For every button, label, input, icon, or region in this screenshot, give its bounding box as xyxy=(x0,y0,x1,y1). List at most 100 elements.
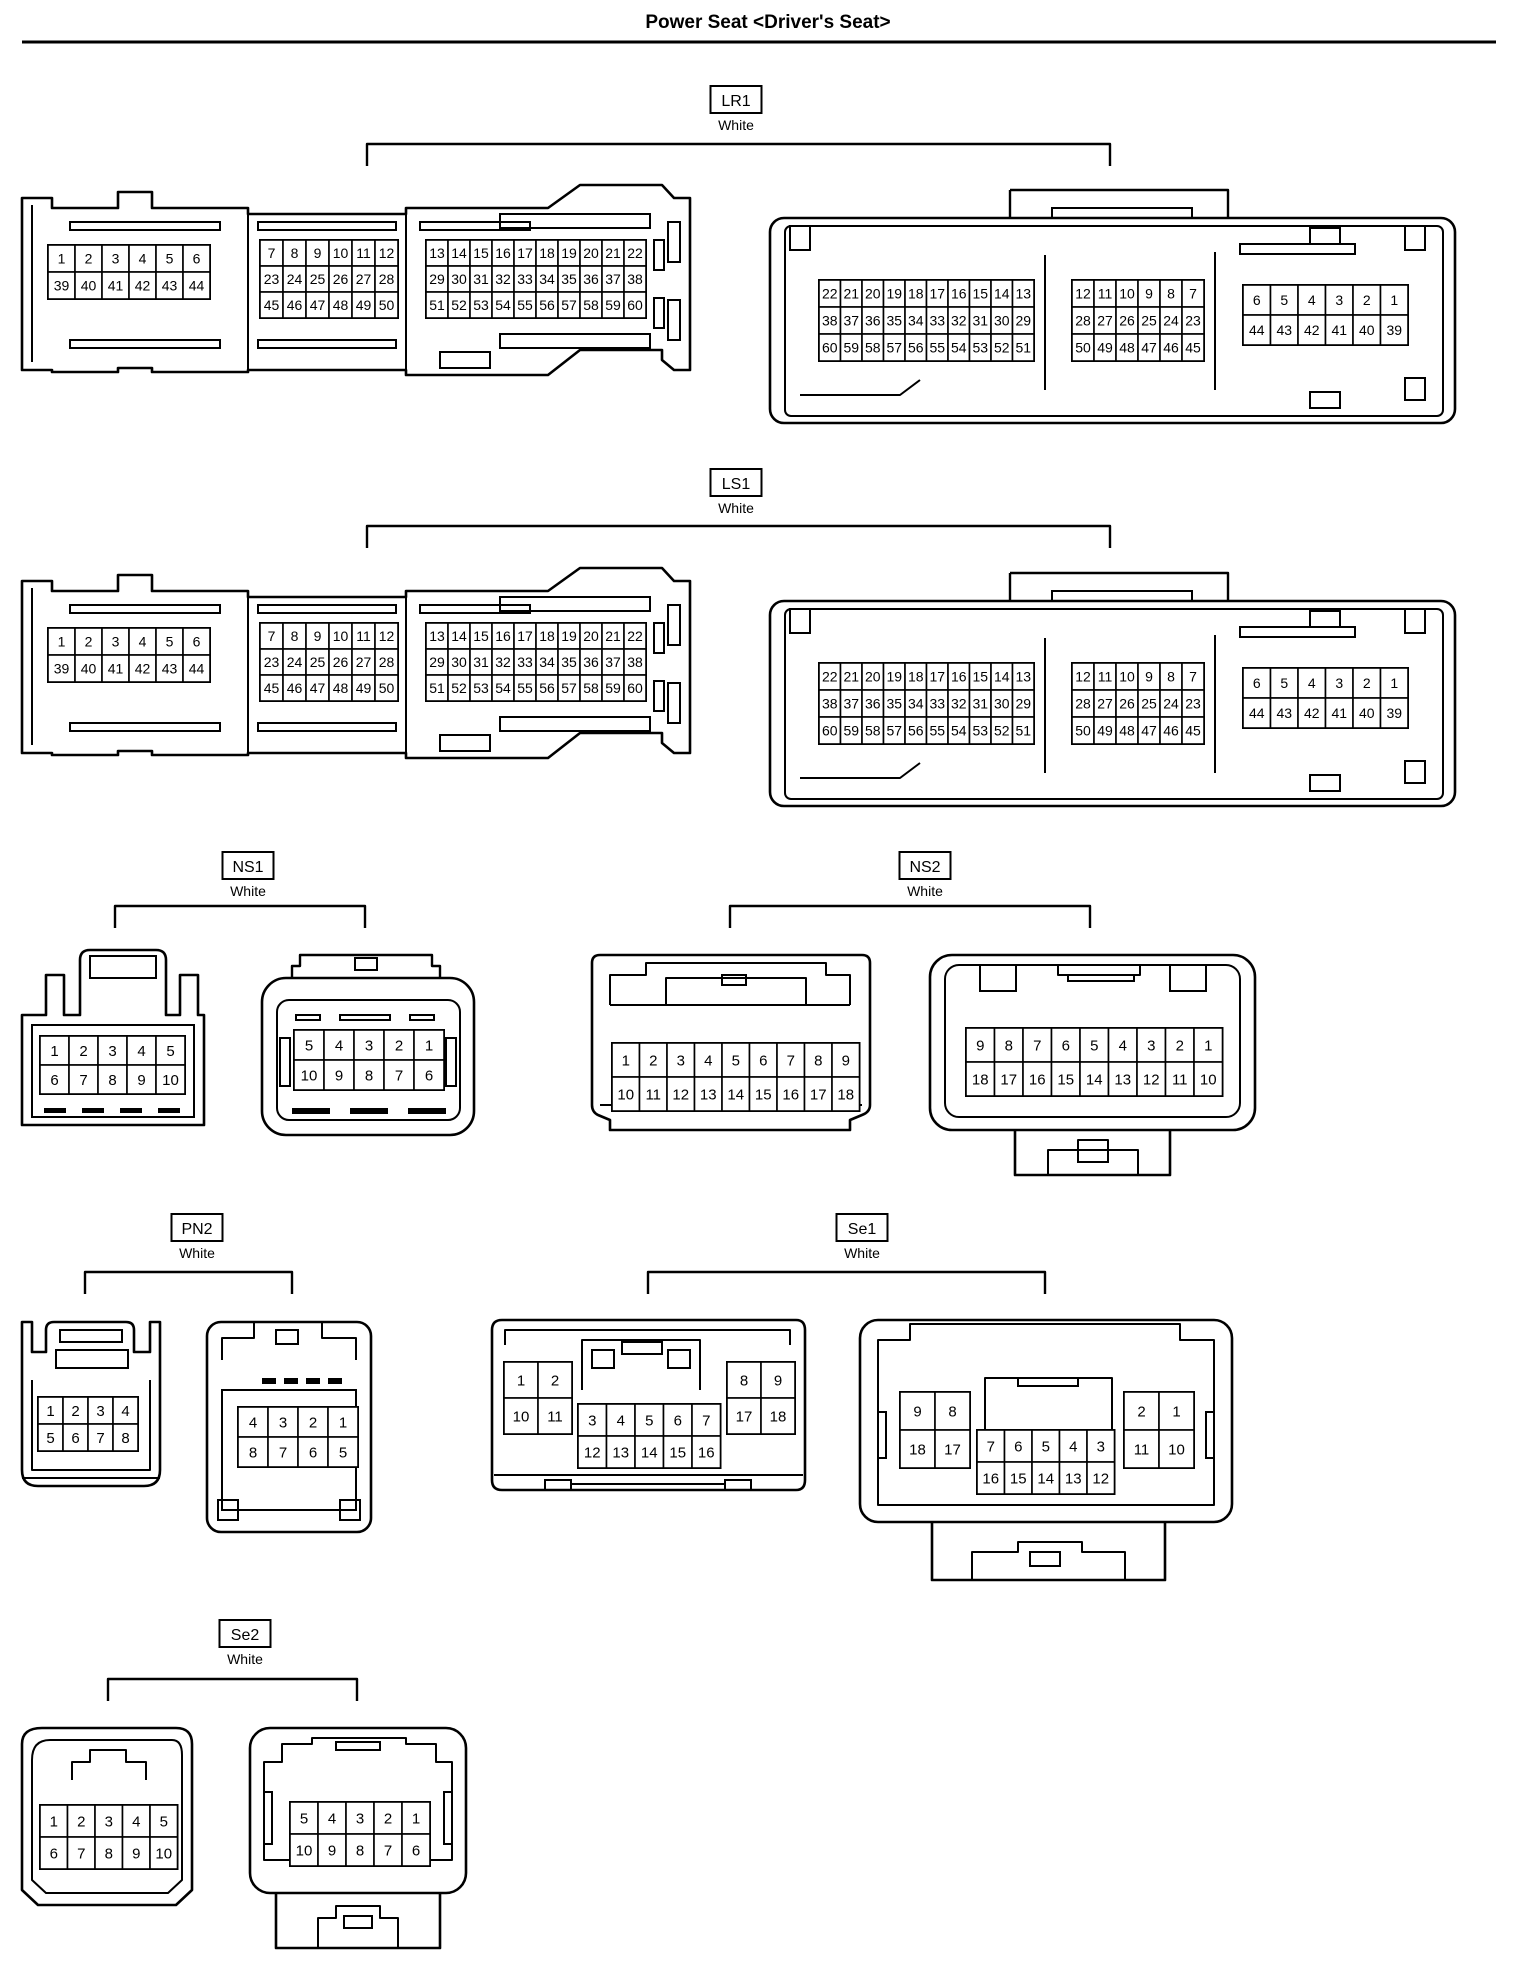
pin-number: 12 xyxy=(1075,669,1091,685)
pin-number: 10 xyxy=(301,1067,318,1084)
side-lock xyxy=(667,221,681,263)
pin-number: 45 xyxy=(264,680,280,696)
latch-slot xyxy=(257,722,397,732)
lock-slot xyxy=(1051,207,1193,219)
pin-number: 1 xyxy=(622,1052,630,1069)
pin-number: 35 xyxy=(561,271,577,287)
pin-number: 12 xyxy=(1092,1470,1109,1487)
pin-number: 4 xyxy=(328,1810,336,1827)
connector-color: White xyxy=(230,883,266,899)
pin-cell xyxy=(323,1029,355,1061)
pin-number: 6 xyxy=(50,1845,58,1862)
pin-number: 49 xyxy=(1097,723,1113,739)
pin-number: 44 xyxy=(189,278,205,294)
pin-number: 11 xyxy=(356,628,371,644)
pin-number: 2 xyxy=(1176,1037,1184,1054)
pin-number: 2 xyxy=(79,1043,87,1060)
pin-number: 2 xyxy=(649,1052,657,1069)
pin-cell xyxy=(383,1059,415,1091)
pin-number: 8 xyxy=(291,245,299,261)
pin-number: 16 xyxy=(951,286,967,302)
latch-slot xyxy=(1057,965,1141,976)
pin-number: 19 xyxy=(561,628,577,644)
connector-color: White xyxy=(907,883,943,899)
lock-slot xyxy=(1017,1377,1079,1387)
pin-cell xyxy=(965,1061,996,1097)
pin-cell xyxy=(327,1436,359,1468)
pin-number: 59 xyxy=(843,340,859,356)
connector-label-box xyxy=(835,1213,889,1242)
pin-number: 16 xyxy=(982,1470,999,1487)
pin-number: 29 xyxy=(429,271,445,287)
pin-cell xyxy=(691,1403,722,1437)
housing-top-lock xyxy=(1008,188,1230,218)
pin-number: 22 xyxy=(822,669,838,685)
pin-cell xyxy=(413,1059,445,1091)
connector-code: LS1 xyxy=(722,476,751,493)
pin-number: 36 xyxy=(583,654,599,670)
pin-number: 24 xyxy=(1163,696,1179,712)
pin-number: 39 xyxy=(1386,322,1402,338)
pin-cell xyxy=(47,654,76,683)
pin-cell xyxy=(1324,314,1354,346)
housing-top-lock xyxy=(290,953,442,978)
pin-number: 39 xyxy=(1386,705,1402,721)
pin-number: 35 xyxy=(886,313,902,329)
pin-cell xyxy=(831,1076,861,1112)
pin-number: 56 xyxy=(908,340,924,356)
pin-number: 5 xyxy=(1280,675,1288,691)
pin-number: 17 xyxy=(736,1408,753,1425)
pin-number: 50 xyxy=(379,297,395,313)
housing-slot xyxy=(328,1378,342,1384)
pin-number: 3 xyxy=(279,1414,287,1431)
pin-cell xyxy=(993,1027,1024,1063)
pin-number: 54 xyxy=(495,680,511,696)
pin-number: 7 xyxy=(96,1430,104,1447)
pin-number: 58 xyxy=(865,723,881,739)
pin-number: 9 xyxy=(774,1372,782,1389)
side-lock xyxy=(653,680,665,712)
housing-outline xyxy=(858,1318,1234,1524)
pin-number: 37 xyxy=(843,696,859,712)
pin-number: 2 xyxy=(395,1037,403,1054)
pin-cell xyxy=(126,1035,157,1066)
pin-number: 14 xyxy=(994,669,1010,685)
pin-cell xyxy=(1379,667,1409,699)
pin-number: 3 xyxy=(108,1043,116,1060)
connector-code: NS1 xyxy=(232,859,263,876)
pin-number: 47 xyxy=(310,680,326,696)
pin-cell xyxy=(1352,314,1382,346)
pin-number: 5 xyxy=(732,1052,740,1069)
pin-number: 49 xyxy=(1097,340,1113,356)
connector-code: Se2 xyxy=(231,1627,260,1644)
latch-slot xyxy=(339,1014,391,1021)
pin-cell xyxy=(1011,716,1035,745)
pin-cell xyxy=(1379,697,1409,729)
pin-number: 9 xyxy=(913,1403,921,1420)
pin-number: 6 xyxy=(412,1842,420,1859)
pin-number: 6 xyxy=(674,1412,682,1429)
pin-number: 23 xyxy=(264,654,280,670)
pin-cell xyxy=(934,1429,971,1469)
pin-number: 22 xyxy=(627,628,643,644)
pin-number: 41 xyxy=(108,661,124,677)
pin-cell xyxy=(1107,1027,1138,1063)
pin-number: 19 xyxy=(561,245,577,261)
pin-number: 20 xyxy=(865,286,881,302)
housing-slot xyxy=(120,1108,142,1113)
pin-cell xyxy=(1352,697,1382,729)
pin-number: 58 xyxy=(865,340,881,356)
pin-number: 30 xyxy=(451,271,467,287)
side-lock xyxy=(667,604,681,646)
latch-slot xyxy=(439,734,491,752)
pin-number: 59 xyxy=(605,680,621,696)
pin-cell xyxy=(1136,1027,1167,1063)
housing-outline xyxy=(20,183,692,377)
pin-number: 15 xyxy=(755,1086,772,1103)
lock-slot xyxy=(335,1741,381,1751)
